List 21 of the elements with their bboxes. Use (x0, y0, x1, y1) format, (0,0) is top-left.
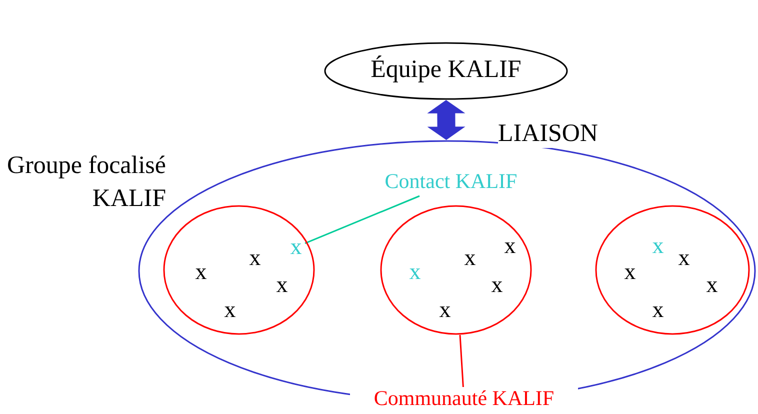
member-mark: x (649, 297, 667, 323)
double-arrow (427, 100, 466, 140)
node-label: Équipe KALIF (370, 56, 522, 84)
member-mark: x (703, 272, 721, 298)
contact-label: Contact KALIF (366, 170, 536, 196)
member-mark: x (287, 234, 305, 260)
leader-line (459, 334, 464, 388)
member-mark: x (406, 259, 424, 285)
member-mark: x (192, 259, 210, 285)
member-mark: x (621, 259, 639, 285)
member-mark: x (221, 297, 239, 323)
member-mark: x (649, 233, 667, 259)
member-mark: x (436, 297, 454, 323)
member-mark: x (273, 272, 291, 298)
member-mark: x (461, 245, 479, 271)
member-mark: x (501, 233, 519, 259)
member-mark: x (488, 272, 506, 298)
leader-line (304, 195, 420, 244)
member-mark: x (675, 245, 693, 271)
group-heading: Groupe focalisé KALIF (6, 151, 166, 214)
member-mark: x (246, 245, 264, 271)
